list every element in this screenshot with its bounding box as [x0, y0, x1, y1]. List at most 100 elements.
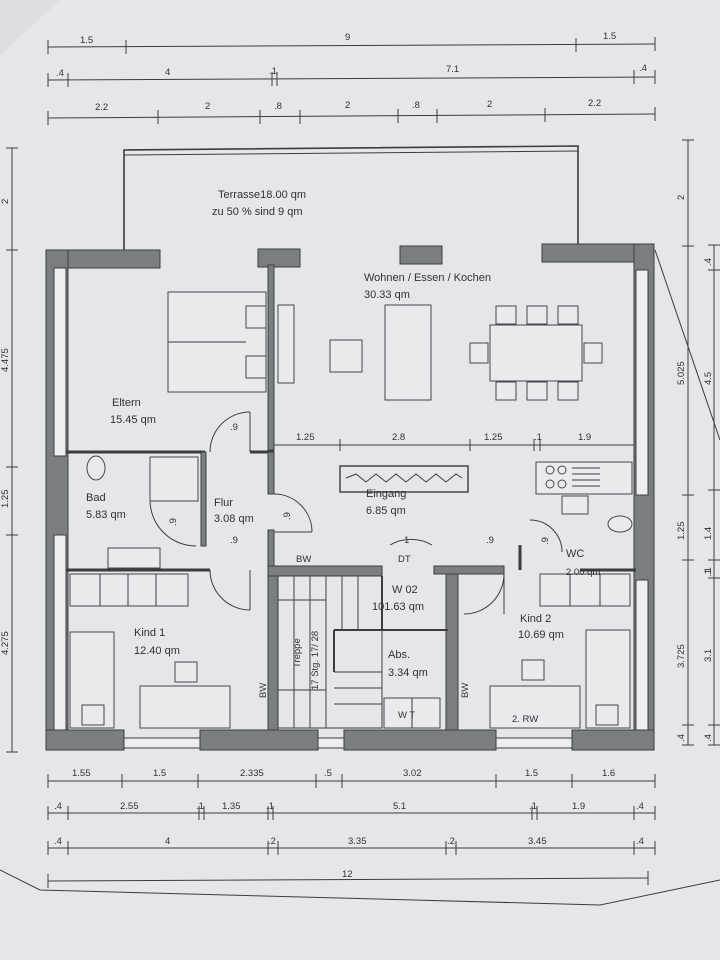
room-wohnen-area: 30.33 qm	[364, 289, 410, 301]
dim-door-bad: .9	[168, 518, 179, 526]
window-bottom-kind2	[495, 737, 573, 749]
dim-bottom2-h: 1.9	[572, 801, 585, 812]
outer-walls	[45, 243, 655, 751]
dim-bottom1-b: 1.5	[153, 768, 166, 779]
dim-bottom1-f: 1.5	[525, 768, 538, 779]
bottom-dimension-row-4: 12	[47, 869, 649, 888]
dim-top1-b: 9	[345, 32, 350, 43]
dim-bottom3-b: 4	[165, 836, 170, 847]
wall-flur-eingang-lower	[267, 529, 275, 569]
dim-top1-a: 1.5	[80, 35, 93, 46]
dim-top3-c: .8	[274, 101, 282, 112]
wardrobe-eltern	[277, 304, 295, 384]
bottom-dimension-row-3: .4 4 .2 3.35 .2 3.45 .4	[47, 836, 656, 855]
dim-left-b: 4.475	[0, 348, 11, 372]
dim-right1-c: 1.25	[676, 522, 687, 541]
dim-door-flur: .9	[230, 535, 238, 546]
bottom-dimension-row-2: .4 2.55 .1 1.35 .1 5.1 .1 1.9 .4	[47, 801, 656, 820]
bottom-dimension-row-1: 1.55 1.5 2.335 .5 3.02 1.5 1.6	[47, 768, 656, 788]
dim-bottom1-c: 2.335	[240, 768, 264, 779]
label-bw-kind2: BW	[460, 683, 471, 698]
dim-inner-e: 1.9	[578, 432, 591, 443]
dim-right2-c: 1.4	[703, 527, 714, 540]
furniture	[69, 291, 633, 729]
dim-bottom4-a: 12	[342, 869, 353, 880]
wall-top-pillar-left	[257, 248, 301, 268]
door-eltern	[209, 411, 251, 453]
dim-right2-e: 3.1	[703, 649, 714, 662]
window-bottom-kind1	[123, 737, 201, 749]
wardrobe-kind2	[539, 573, 631, 607]
door-bad	[149, 499, 197, 547]
door-main	[389, 538, 433, 546]
dim-right2-b: 4.5	[703, 372, 714, 385]
dim-top2-c: .1	[269, 66, 277, 77]
terrace: Terrasse18.00 qm zu 50 % sind 9 qm	[123, 145, 579, 250]
dim-top2-a: .4	[56, 68, 64, 79]
misc-labels: BW BW BW DT W T 2. RW Treppe 17 Stg. 17/…	[258, 554, 538, 725]
dim-bottom3-e: .2	[447, 836, 455, 847]
wall-bottom-4	[571, 729, 655, 751]
window-right-kind2	[635, 579, 649, 731]
wardrobe-kind1	[69, 573, 189, 607]
room-flur-name: Flur	[214, 497, 233, 509]
dim-right2-a: .4	[703, 258, 714, 266]
wall-flur-eingang-upper	[267, 451, 275, 495]
wall-bottom-1	[45, 729, 125, 751]
door-kind2	[463, 573, 505, 615]
dim-bottom2-f: 5.1	[393, 801, 406, 812]
dim-bottom1-g: 1.6	[602, 768, 615, 779]
dim-top1-c: 1.5	[603, 31, 616, 42]
dim-right2-f: .1	[703, 567, 714, 575]
room-eingang-area: 6.85 qm	[366, 505, 406, 517]
dim-right1-a: 2	[676, 195, 687, 200]
dim-left-a: 2	[0, 199, 11, 204]
dim-top2-e: .4	[639, 63, 647, 74]
wall-kind2-top	[433, 565, 505, 575]
dim-bottom3-f: 3.45	[528, 836, 547, 847]
dim-right2-g: .4	[703, 734, 714, 742]
inner-dimension-row: 1.25 2.8 1.25 .1 1.9	[273, 432, 634, 451]
dim-top3-a: 2.2	[95, 102, 108, 113]
label-wt: W T	[398, 710, 415, 721]
room-eltern-name: Eltern	[112, 397, 141, 409]
dim-right1-d: 3.725	[676, 644, 687, 668]
label-stg: 17 Stg. 17/ 28	[310, 631, 321, 690]
window-left-eltern	[53, 267, 67, 457]
bad-sink	[107, 547, 161, 569]
paper-edge-line	[0, 869, 720, 906]
label-rw: 2. RW	[512, 714, 538, 725]
window-bottom-stair	[317, 737, 345, 749]
room-bad-name: Bad	[86, 492, 106, 504]
desk-kind2	[489, 685, 581, 729]
room-bad-area: 5.83 qm	[86, 509, 126, 521]
dim-door-main: 1	[404, 535, 409, 546]
terrace-name: Terrasse18.00 qm	[218, 189, 306, 201]
staircase	[277, 575, 383, 729]
wc-sink	[561, 495, 589, 515]
wall-top-pillar-right	[399, 245, 443, 265]
dim-door-eltern: .9	[230, 422, 238, 433]
dim-inner-a: 1.25	[296, 432, 315, 443]
dining-table	[489, 324, 583, 382]
room-kind1-area: 12.40 qm	[134, 645, 180, 657]
room-kind2-area: 10.69 qm	[518, 629, 564, 641]
dim-left-d: 4.275	[0, 631, 11, 655]
dim-right1-b: 5.025	[676, 361, 687, 385]
room-wohnen-name: Wohnen / Essen / Kochen	[364, 272, 491, 284]
dim-top3-d: 2	[345, 100, 350, 111]
top-dimension-row-3: 2.2 2 .8 2 .8 2 2.2	[47, 98, 656, 125]
label-dt: DT	[398, 554, 411, 565]
room-kind2-name: Kind 2	[520, 613, 551, 625]
wall-eltern-wohnen	[267, 264, 275, 451]
side-table	[329, 339, 363, 373]
label-treppe: Treppe	[292, 638, 303, 668]
dim-bottom1-a: 1.55	[72, 768, 91, 779]
dim-left-c: 1.25	[0, 490, 11, 509]
pillow-eltern-2	[245, 355, 267, 379]
dim-bottom2-b: 2.55	[120, 801, 139, 812]
room-wc-name: WC	[566, 548, 584, 560]
wall-stair-top	[267, 565, 383, 577]
room-flur-area: 3.08 qm	[214, 513, 254, 525]
room-abs-name: Abs.	[388, 649, 410, 661]
